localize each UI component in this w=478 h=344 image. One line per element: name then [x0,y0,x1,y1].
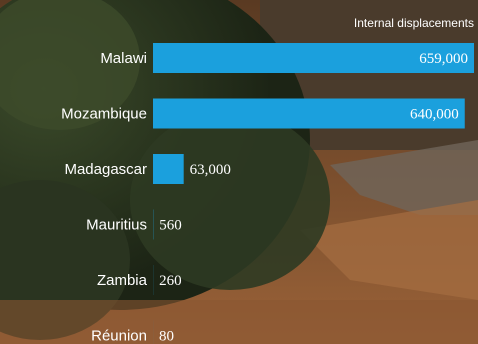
value-label: 260 [159,273,182,289]
category-label: Réunion [91,328,147,344]
category-label: Mozambique [61,106,147,123]
bar [153,154,184,184]
chart-title: Internal displacements [354,16,474,30]
value-label: 80 [159,329,174,344]
category-label: Mauritius [86,217,147,234]
bar [153,43,474,73]
category-label: Madagascar [64,161,147,178]
value-label: 63,000 [190,162,231,178]
value-label: 560 [159,218,182,234]
category-label: Zambia [97,272,148,289]
category-label: Malawi [100,50,147,67]
value-label: 659,000 [419,51,468,67]
bar [153,98,465,129]
value-label: 640,000 [410,107,459,123]
